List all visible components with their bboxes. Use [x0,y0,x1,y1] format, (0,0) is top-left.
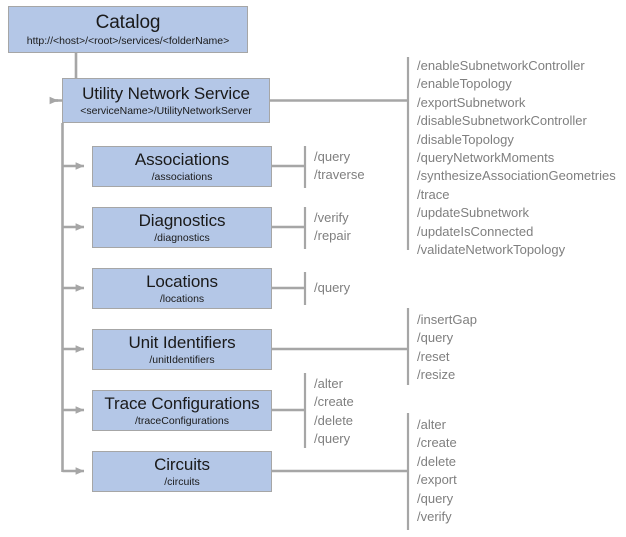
operation-item: /verify [314,210,349,225]
operation-item: /alter [417,417,446,432]
operation-item: /insertGap [417,312,477,327]
node-circuits-title: Circuits [154,454,210,474]
operation-item: /disableTopology [417,131,514,147]
operations-locations: /query [314,279,350,297]
node-unit-identifiers-title: Unit Identifiers [128,332,236,352]
operation-item: /enableSubnetworkController [417,58,585,73]
node-utility-network-service-title: Utility Network Service [82,83,250,103]
operation-item: /alter [314,376,343,391]
operation-item: /query [314,280,351,295]
operation-item: /validateNetworkTopology [417,242,566,258]
operations-trace-configurations: /alter/create/delete/query [314,375,354,449]
node-unit-identifiers-path: /unitIdentifiers [149,353,215,366]
operation-item: /updateIsConnected [417,223,534,239]
operation-item: /query [314,149,351,164]
node-catalog[interactable]: Catalog http://<host>/<root>/services/<f… [8,6,248,53]
operation-item: /trace [417,186,450,202]
operation-item: /query [417,490,454,506]
node-associations-path: /associations [151,170,213,183]
operation-item: /repair [314,228,351,244]
node-utility-network-service[interactable]: Utility Network Service <serviceName>/Ut… [62,78,270,123]
node-trace-configurations[interactable]: Trace Configurations /traceConfiguration… [92,390,272,431]
operations-unit-identifiers: /insertGap/query/reset/resize [417,311,477,385]
operation-item: /delete [417,453,457,469]
node-trace-configurations-title: Trace Configurations [104,393,260,413]
operation-item: /enableTopology [417,76,512,92]
operation-item: /reset [417,348,450,364]
operation-item: /create [417,435,457,451]
operation-item: /updateSubnetwork [417,205,530,221]
node-catalog-title: Catalog [95,11,161,33]
node-associations-title: Associations [134,149,230,169]
node-diagnostics[interactable]: Diagnostics /diagnostics [92,207,272,248]
operation-item: /verify [417,509,452,525]
node-associations[interactable]: Associations /associations [92,146,272,187]
operation-item: /delete [314,412,354,428]
node-diagnostics-path: /diagnostics [154,231,210,244]
node-diagnostics-title: Diagnostics [138,210,226,230]
operations-associations: /query/traverse [314,148,365,185]
operation-item: /query [314,431,351,447]
operation-item: /traverse [314,167,365,183]
operations-diagnostics: /verify/repair [314,209,351,246]
node-circuits-path: /circuits [164,475,200,488]
node-utility-network-service-path: <serviceName>/UtilityNetworkServer [80,104,252,117]
operation-item: /create [314,394,354,410]
node-unit-identifiers[interactable]: Unit Identifiers /unitIdentifiers [92,329,272,370]
node-locations[interactable]: Locations /locations [92,268,272,309]
operation-item: /query [417,330,454,346]
operation-item: /resize [417,367,456,383]
operation-item: /export [417,472,457,488]
operations-utility-network-service: /enableSubnetworkController/enableTopolo… [417,57,616,259]
node-circuits[interactable]: Circuits /circuits [92,451,272,492]
node-locations-title: Locations [146,271,218,291]
operation-item: /synthesizeAssociationGeometries [417,168,616,184]
operations-circuits: /alter/create/delete/export/query/verify [417,416,457,526]
node-locations-path: /locations [159,292,205,305]
node-catalog-path: http://<host>/<root>/services/<folderNam… [26,34,230,47]
operation-item: /exportSubnetwork [417,94,526,110]
node-trace-configurations-path: /traceConfigurations [135,414,229,427]
operation-item: /queryNetworkMoments [417,150,555,166]
operation-item: /disableSubnetworkController [417,113,587,129]
